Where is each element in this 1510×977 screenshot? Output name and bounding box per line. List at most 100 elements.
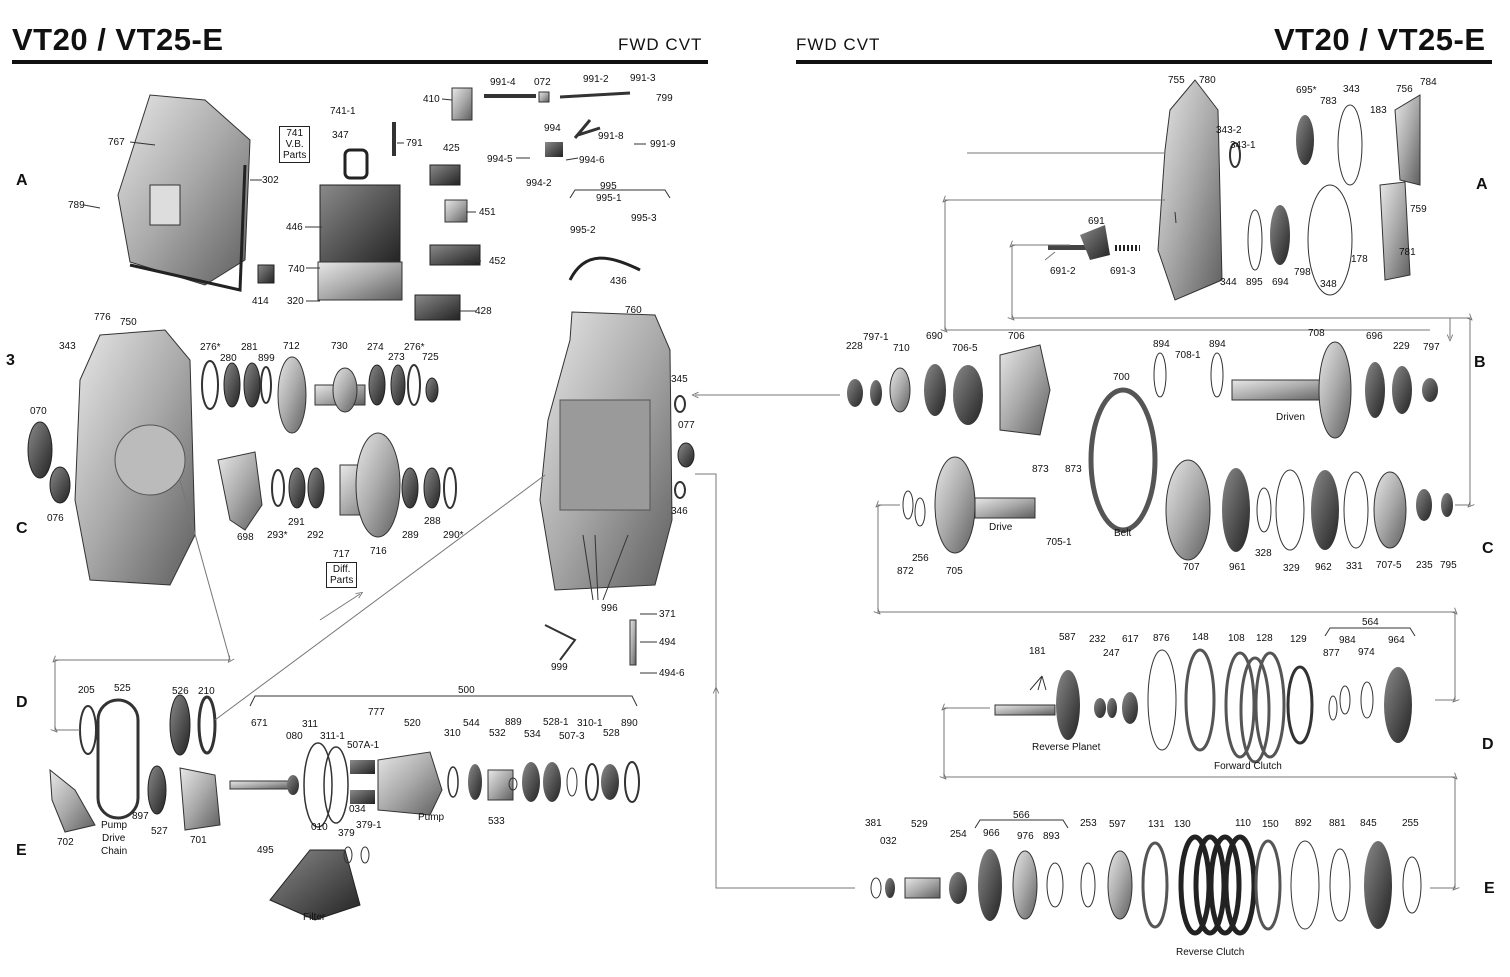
left-subtitle: FWD CVT (618, 35, 703, 54)
part-number: 984 (1339, 635, 1356, 646)
part-number: 708-1 (1175, 350, 1201, 361)
left-title-rule (12, 60, 708, 64)
part-number: 994-2 (526, 178, 552, 189)
drive-pulley-row (902, 456, 1453, 561)
part-number: 010 (311, 822, 328, 833)
part-number: 528 (603, 728, 620, 739)
part-number: 995-2 (570, 225, 596, 236)
driven-pulley-row (847, 341, 1438, 533)
part-number: 776 (94, 312, 111, 323)
valve-body-assembly (317, 148, 403, 301)
part-number: 273 (388, 352, 405, 363)
part-number: 320 (287, 296, 304, 307)
part-number: 290* (443, 530, 464, 541)
row-letter-left-c: C (16, 520, 28, 537)
flow-lines-right (878, 152, 1470, 888)
part-number: 255 (1402, 818, 1419, 829)
part-number: 293* (267, 530, 288, 541)
left-title: VT20 / VT25-E (12, 22, 224, 57)
part-number: 343-2 (1216, 125, 1242, 136)
part-number: 280 (220, 353, 237, 364)
part-number: 494-6 (659, 668, 685, 679)
part-number: 108 (1228, 633, 1245, 644)
label-pump-drive-chain-1: Pump (101, 820, 128, 831)
vb-parts-line1: V.B. (285, 139, 304, 150)
brackets-right (974, 211, 1416, 829)
part-number: 892 (1295, 818, 1312, 829)
part-number: 347 (332, 130, 349, 141)
row-letter-left-b: 3 (6, 352, 15, 369)
part-number: 181 (1029, 646, 1046, 657)
diff-parts-line1: Diff. (332, 564, 351, 575)
part-number: 991-2 (583, 74, 609, 85)
part-number: 777 (368, 707, 385, 718)
part-number: 991-9 (650, 139, 676, 150)
part-number: 235 (1416, 560, 1433, 571)
row-letter-right-a: A (1476, 176, 1488, 193)
part-number: 183 (1370, 105, 1387, 116)
part-number: 564 (1362, 617, 1379, 628)
part-number: 507-3 (559, 731, 585, 742)
part-number: 381 (865, 818, 882, 829)
part-number: 247 (1103, 648, 1120, 659)
part-number: 750 (120, 317, 137, 328)
part-number: 999 (551, 662, 568, 673)
part-number: 529 (911, 819, 928, 830)
part-number: 872 (897, 566, 914, 577)
part-number: 702 (57, 837, 74, 848)
part-number: 343 (59, 341, 76, 352)
part-number: 379-1 (356, 820, 382, 831)
part-number: 894 (1209, 339, 1226, 350)
part-number: 976 (1017, 831, 1034, 842)
rear-cover-755 (1048, 79, 1421, 301)
part-number: 617 (1122, 634, 1139, 645)
part-number: 691-3 (1110, 266, 1136, 277)
label-filter: Filter (303, 912, 326, 923)
right-subtitle: FWD CVT (796, 35, 881, 54)
part-number: 691 (1088, 216, 1105, 227)
part-number: 712 (283, 341, 300, 352)
transmission-case-760 (539, 311, 695, 666)
part-number: 311-1 (320, 731, 345, 742)
part-number: 534 (524, 729, 541, 740)
flow-lines-left (55, 395, 855, 889)
part-number: 274 (367, 342, 384, 353)
part-number: 783 (1320, 96, 1337, 107)
label-drive: Drive (989, 522, 1013, 533)
part-number: 876 (1153, 633, 1170, 644)
part-number: 671 (251, 718, 268, 729)
part-number: 789 (68, 200, 85, 211)
part-number: 966 (983, 828, 1000, 839)
part-number: 128 (1256, 633, 1273, 644)
part-number: 544 (463, 718, 480, 729)
part-number: 414 (252, 296, 269, 307)
part-number: 845 (1360, 818, 1377, 829)
part-number: 730 (331, 341, 348, 352)
part-number: 894 (1153, 339, 1170, 350)
part-number: 310 (444, 728, 461, 739)
part-number: 797-1 (863, 332, 889, 343)
label-pump-drive-chain-3: Chain (101, 846, 128, 857)
row-letter-right-d: D (1482, 736, 1494, 753)
diff-parts-line2: Parts (330, 575, 354, 586)
part-number: 343-1 (1230, 140, 1256, 151)
part-number: 348 (1320, 279, 1337, 290)
part-number: 281 (241, 342, 258, 353)
part-number: 700 (1113, 372, 1130, 383)
part-number: 494 (659, 637, 676, 648)
part-number: 302 (262, 175, 279, 186)
part-number: 759 (1410, 204, 1427, 215)
part-number: 795 (1440, 560, 1457, 571)
part-number: 873 (1032, 464, 1049, 475)
part-number: 345 (671, 374, 688, 385)
part-number: 995 (600, 181, 617, 192)
part-number: 528-1 (543, 717, 569, 728)
part-number: 691-2 (1050, 266, 1076, 277)
pump-drive-chain-group (49, 694, 640, 921)
part-number: 507A-1 (347, 740, 380, 751)
part-number: 228 (846, 341, 863, 352)
part-number: 072 (534, 77, 551, 88)
part-number: 893 (1043, 831, 1060, 842)
part-number: 520 (404, 718, 421, 729)
